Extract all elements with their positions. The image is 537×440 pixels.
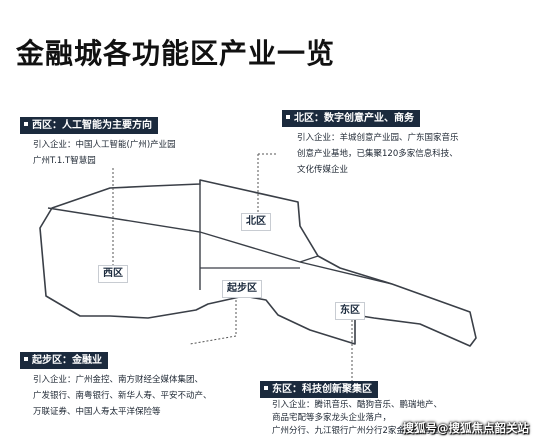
page-title: 金融城各功能区产业一览 <box>16 37 336 70</box>
west-zone-heading-text: 西区：人工智能为主要方向 <box>32 120 152 131</box>
watermark: 搜狐号@搜狐焦点韶关站 <box>402 421 530 435</box>
start-zone-desc: 引入企业：广州金控、南方财经全媒体集团、 广发银行、南粤银行、新华人寿、平安不动… <box>33 372 212 420</box>
west-zone-heading: 西区：人工智能为主要方向 <box>20 117 158 134</box>
west-zone-desc: 引入企业：中国人工智能(广州)产业园 广州T.1.T智慧园 <box>33 137 176 169</box>
start-zone-heading: 起步区：金融业 <box>20 352 108 369</box>
map-label-north: 北区 <box>241 213 271 231</box>
start-zone-heading-text: 起步区：金融业 <box>32 355 102 366</box>
district-outline <box>39 179 477 347</box>
east-zone-desc-line: 引入企业：腾讯音乐、酷狗音乐、鹏瑞地产、 <box>272 400 443 410</box>
north-zone-desc-line: 创意产业基地，已集聚120多家信息科技、 <box>297 149 458 159</box>
west-zone-desc-line: 引入企业：中国人工智能(广州)产业园 <box>33 140 176 150</box>
main-road-line <box>47 207 393 285</box>
bullet-icon <box>24 357 28 361</box>
west-zone-desc-line: 广州T.1.T智慧园 <box>33 156 96 166</box>
north-zone-heading: 北区：数字创意产业、商务 <box>282 110 420 127</box>
map-label-east: 东区 <box>335 302 365 320</box>
bullet-icon <box>286 115 290 119</box>
leader-start <box>189 296 237 345</box>
east-zone-heading: 东区：科技创新聚集区 <box>260 381 378 398</box>
start-zone-desc-line: 引入企业：广州金控、南方财经全媒体集团、 <box>33 375 204 385</box>
east-zone-desc-line: 广州分行、九江银行广州分行2家金融机构进驻 <box>272 426 448 436</box>
map-label-start: 起步区 <box>222 280 262 298</box>
start-area-edge <box>200 255 319 269</box>
bullet-icon <box>24 122 28 126</box>
map-label-west: 西区 <box>98 265 128 283</box>
north-zone-desc-line: 文化传媒企业 <box>297 165 349 175</box>
east-zone-desc: 引入企业：腾讯音乐、酷狗音乐、鹏瑞地产、 商品宅配等多家龙头企业落户， 广州分行… <box>272 399 447 438</box>
north-zone-desc-line: 引入企业：羊城创意产业园、广东国家音乐 <box>297 133 459 143</box>
start-zone-desc-line: 万联证券、中国人寿太平洋保险等 <box>33 407 161 417</box>
east-zone-desc-line: 商品宅配等多家龙头企业落户， <box>272 413 392 423</box>
leader-north <box>257 153 278 214</box>
bullet-icon <box>264 386 268 390</box>
start-zone-desc-line: 广发银行、南粤银行、新华人寿、平安不动产、 <box>33 391 212 401</box>
east-zone-heading-text: 东区：科技创新聚集区 <box>272 384 372 395</box>
north-zone-desc: 引入企业：羊城创意产业园、广东国家音乐 创意产业基地，已集聚120多家信息科技、… <box>297 130 459 178</box>
north-zone-heading-text: 北区：数字创意产业、商务 <box>294 113 414 124</box>
